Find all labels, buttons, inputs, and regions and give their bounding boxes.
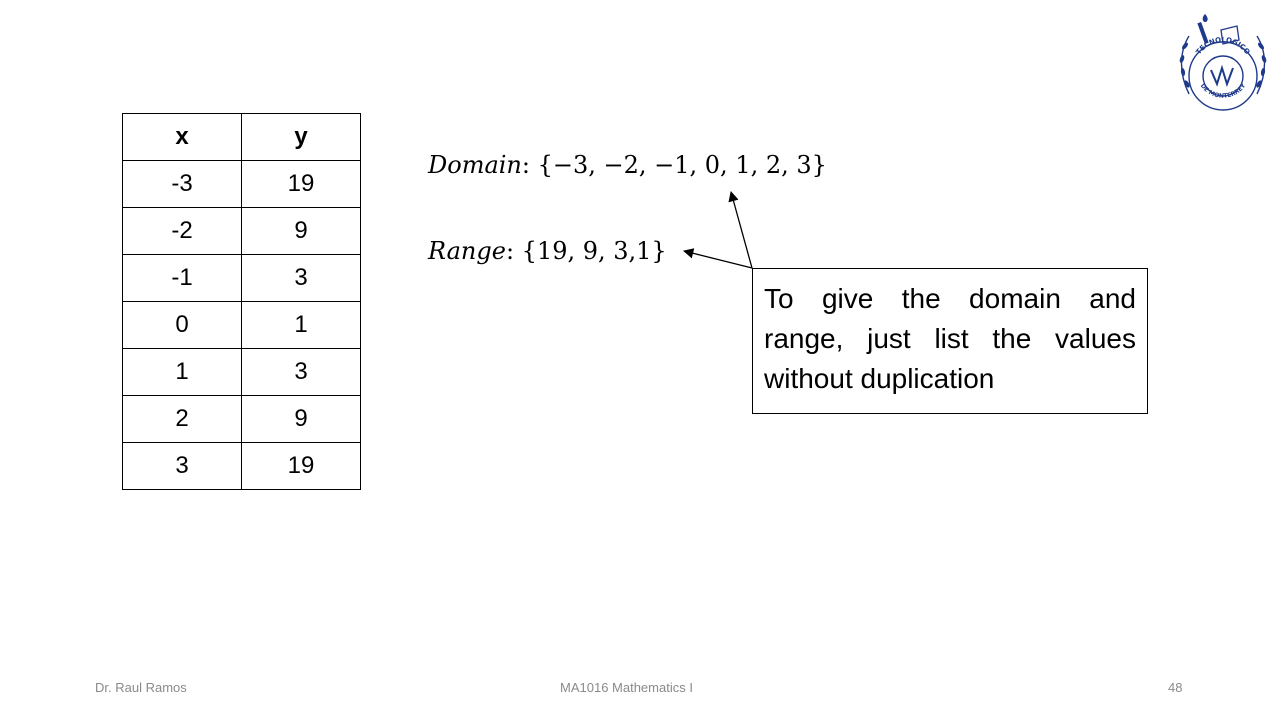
xy-table: x y -3 19 -2 9 -1 3 0 1 1 3 2 9 3	[122, 113, 361, 490]
table-row: 1 3	[122, 348, 361, 396]
domain-label: Domain	[428, 151, 522, 179]
cell-y: 19	[241, 442, 361, 490]
cell-x: 0	[122, 301, 242, 349]
table-row: -1 3	[122, 254, 361, 302]
cell-x: -1	[122, 254, 242, 302]
table-row: 0 1	[122, 301, 361, 349]
cell-y: 19	[241, 160, 361, 208]
page-number: 48	[1168, 680, 1183, 695]
cell-x: -3	[122, 160, 242, 208]
domain-expression: Domain: {−3, −2, −1, 0, 1, 2, 3}	[428, 151, 827, 179]
table-row: 2 9	[122, 395, 361, 443]
domain-set: : {−3, −2, −1, 0, 1, 2, 3}	[521, 151, 827, 179]
footer-course: MA1016 Mathematics I	[560, 680, 693, 695]
note-box: To give the domain and range, just list …	[752, 268, 1148, 414]
range-set: : {19, 9, 3,1}	[505, 237, 667, 265]
cell-x: 1	[122, 348, 242, 396]
table-row: -2 9	[122, 207, 361, 255]
cell-y: 3	[241, 254, 361, 302]
cell-x: 3	[122, 442, 242, 490]
tecnologico-de-monterrey-seal-icon: TECNOLOGICO DE MONTERREY	[1179, 14, 1267, 111]
cell-x: -2	[122, 207, 242, 255]
svg-text:DE MONTERREY: DE MONTERREY	[1199, 82, 1248, 100]
table-row: 3 19	[122, 442, 361, 490]
table-header-row: x y	[122, 113, 361, 161]
arrow-to-range	[682, 248, 753, 269]
range-expression: Range: {19, 9, 3,1}	[428, 237, 667, 265]
cell-y: 1	[241, 301, 361, 349]
cell-y: 9	[241, 395, 361, 443]
range-label: Range	[428, 237, 506, 265]
table-row: -3 19	[122, 160, 361, 208]
cell-y: 9	[241, 207, 361, 255]
header-x: x	[122, 113, 242, 161]
header-y: y	[241, 113, 361, 161]
cell-y: 3	[241, 348, 361, 396]
arrow-to-domain	[728, 190, 753, 269]
footer-author: Dr. Raul Ramos	[95, 680, 187, 695]
cell-x: 2	[122, 395, 242, 443]
